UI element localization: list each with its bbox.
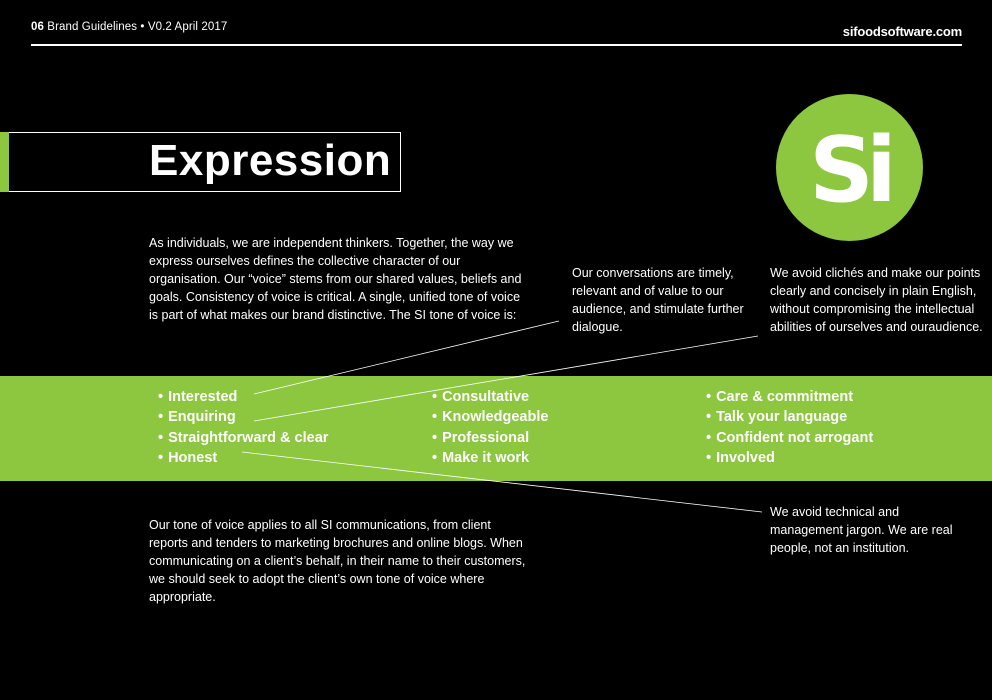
doc-info-text: Brand Guidelines • V0.2 April 2017: [47, 21, 228, 33]
tone-item: Involved: [706, 448, 873, 468]
tone-item: Make it work: [432, 448, 548, 468]
tone-item: Professional: [432, 428, 548, 448]
header-doc-info: 06 Brand Guidelines • V0.2 April 2017: [31, 21, 227, 33]
si-logo-icon: Si: [776, 94, 923, 241]
note-jargon: We avoid technical and management jargon…: [770, 505, 953, 555]
tone-item: Enquiring: [158, 407, 328, 427]
tone-of-voice-band: Interested Enquiring Straightforward & c…: [0, 376, 992, 481]
tone-list-column-1: Interested Enquiring Straightforward & c…: [158, 387, 328, 468]
note-cliches: We avoid clichés and make our points cle…: [770, 266, 983, 334]
tone-list-column-3: Care & commitment Talk your language Con…: [706, 387, 873, 468]
tone-item: Straightforward & clear: [158, 428, 328, 448]
note-conversations: Our conversations are timely, relevant a…: [572, 266, 744, 334]
tone-item: Consultative: [432, 387, 548, 407]
title-box: Expression: [9, 132, 401, 192]
tone-item: Confident not arrogant: [706, 428, 873, 448]
logo-text: Si: [809, 118, 890, 223]
tone-item: Honest: [158, 448, 328, 468]
logo-circle: [776, 94, 923, 241]
website-link[interactable]: sifoodsoftware.com: [842, 24, 962, 39]
page-title: Expression: [149, 136, 392, 185]
page-number: 06: [31, 21, 44, 33]
title-accent-bar: [0, 132, 9, 192]
tone-item: Knowledgeable: [432, 407, 548, 427]
tone-item: Care & commitment: [706, 387, 873, 407]
tone-item: Talk your language: [706, 407, 873, 427]
tone-item: Interested: [158, 387, 328, 407]
tone-list-column-2: Consultative Knowledgeable Professional …: [432, 387, 548, 468]
intro-paragraph: As individuals, we are independent think…: [149, 236, 522, 322]
page-header: 06 Brand Guidelines • V0.2 April 2017 si…: [31, 0, 962, 46]
outro-paragraph: Our tone of voice applies to all SI comm…: [149, 518, 526, 604]
